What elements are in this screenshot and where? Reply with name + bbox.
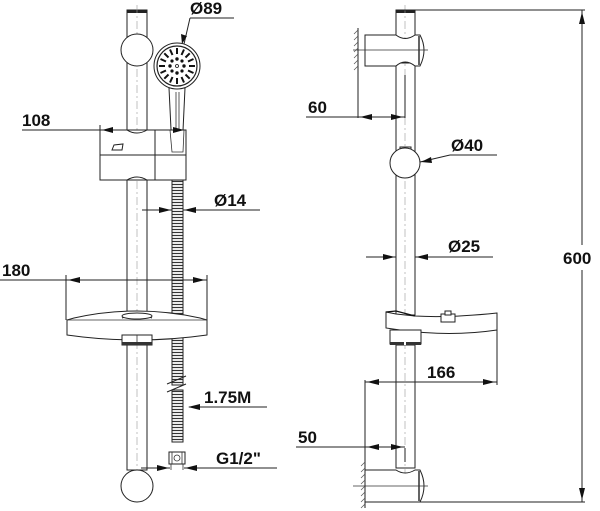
top-wall-bracket [353, 28, 428, 118]
dim-label-166: 166 [427, 363, 455, 382]
dim-shower-head-diameter: Ø89 [181, 0, 234, 45]
dim-label-40: Ø40 [451, 136, 483, 155]
dim-label-180: 180 [2, 261, 30, 280]
bottom-wall-bracket [353, 380, 428, 509]
dim-180: 180 [0, 261, 208, 320]
dim-label-25: Ø25 [448, 237, 480, 256]
dim-label-89: Ø89 [190, 0, 222, 18]
slider-knob-side [389, 146, 421, 179]
dim-slider-knob-diameter: Ø40 [419, 136, 497, 163]
dim-connector-thread: G1/2" [141, 449, 277, 471]
dim-hose-diameter: Ø14 [142, 191, 260, 213]
rail-side [395, 5, 416, 500]
dim-166: 166 [365, 363, 497, 385]
top-knob-front [120, 33, 154, 67]
dim-rail-diameter: Ø25 [366, 237, 493, 260]
soap-dish-side [385, 310, 498, 385]
front-view: 108 Ø89 Ø14 180 [0, 0, 277, 503]
dim-label-108: 108 [22, 111, 50, 130]
bottom-knob-front [120, 469, 154, 503]
dim-label-14: Ø14 [214, 191, 247, 210]
dim-label-175m: 1.75M [204, 388, 251, 407]
hand-shower-holder [99, 129, 187, 181]
dim-60: 60 [306, 72, 405, 120]
dim-label-600: 600 [563, 249, 591, 268]
dim-108: 108 [22, 111, 186, 135]
soap-dish-front [66, 310, 208, 346]
dim-50: 50 [296, 428, 405, 450]
side-view: 60 Ø40 Ø25 600 [296, 5, 591, 509]
shower-hose [166, 179, 187, 470]
dim-label-g12: G1/2" [216, 449, 261, 468]
dim-label-50: 50 [298, 428, 317, 447]
dim-hose-length: 1.75M [188, 388, 267, 410]
dim-600: 600 [365, 9, 591, 503]
rail-front [126, 5, 148, 495]
dim-label-60: 60 [308, 98, 327, 117]
